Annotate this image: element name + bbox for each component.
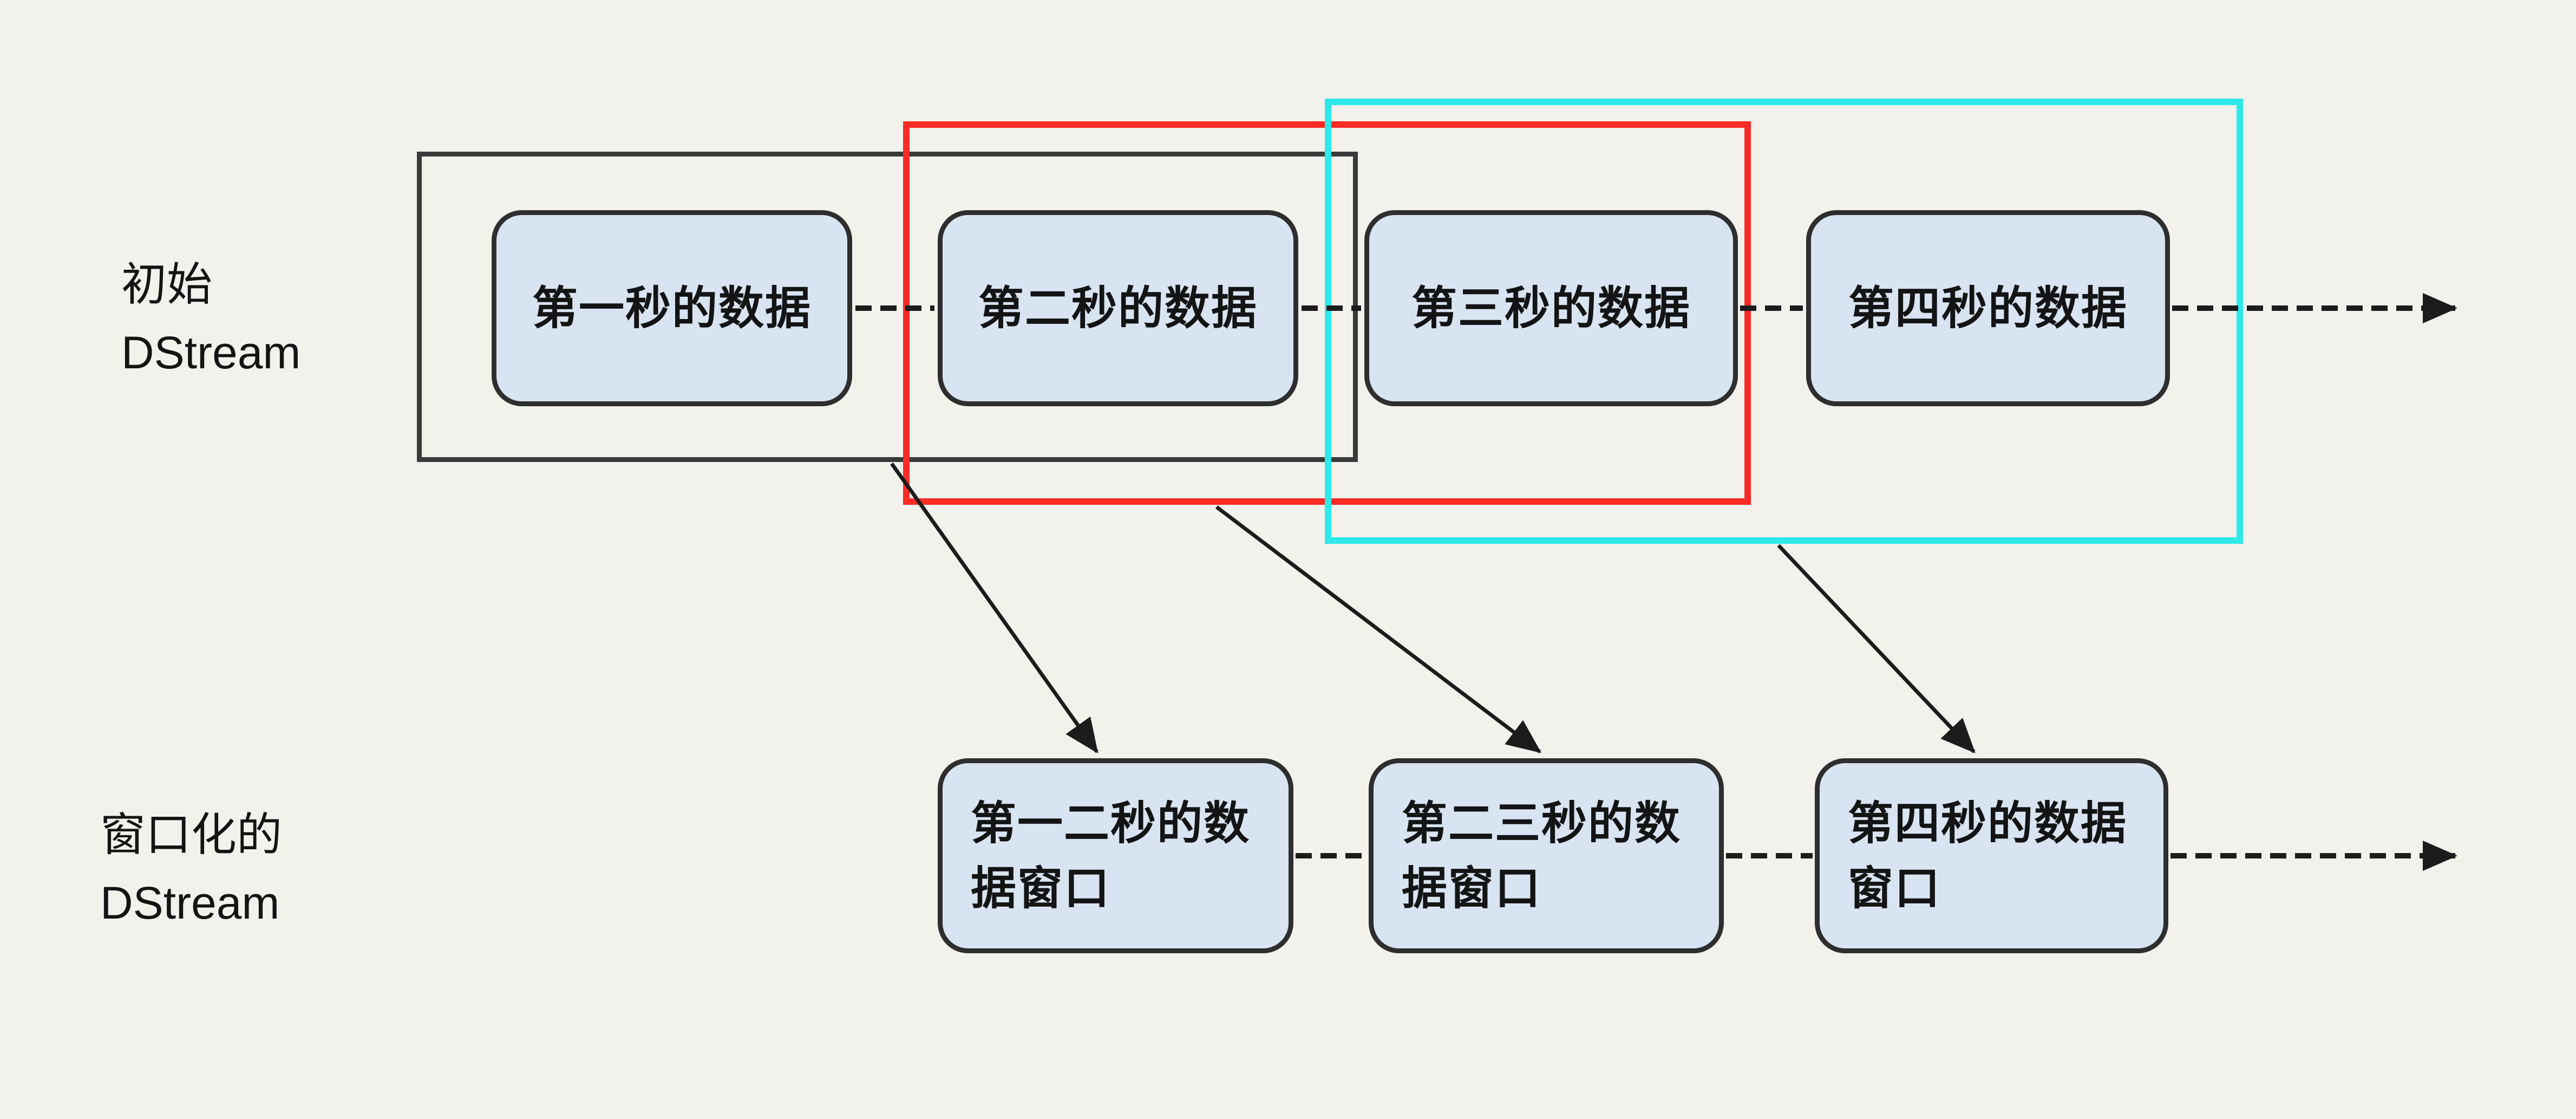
node-window-2: 第二三秒的数据窗口 — [1369, 758, 1724, 953]
node-window-3: 第四秒的数据窗口 — [1815, 758, 2168, 953]
node-second-2-label: 第二秒的数据 — [978, 283, 1258, 334]
node-second-3-label: 第三秒的数据 — [1411, 283, 1691, 334]
node-second-3: 第三秒的数据 — [1364, 210, 1738, 406]
windowed-dstream-label: 窗口化的 DStream — [100, 809, 283, 928]
node-second-4-label: 第四秒的数据 — [1848, 283, 2128, 334]
window-1-to-node-arrow — [890, 462, 1099, 754]
node-second-1: 第一秒的数据 — [492, 210, 852, 406]
node-window-3-label: 第四秒的数据窗口 — [1848, 798, 2128, 914]
node-window-1-label: 第一二秒的数据窗口 — [971, 798, 1251, 914]
node-second-2: 第二秒的数据 — [938, 210, 1298, 406]
window-3-to-node-arrow — [1777, 544, 1976, 753]
node-second-1-label: 第一秒的数据 — [532, 283, 812, 334]
node-window-1: 第一二秒的数据窗口 — [938, 758, 1293, 953]
original-dstream-label: 初始 DStream — [121, 259, 301, 378]
node-window-2-label: 第二三秒的数据窗口 — [1402, 798, 1682, 914]
node-second-4: 第四秒的数据 — [1806, 210, 2170, 406]
window-2-to-node-arrow — [1215, 505, 1542, 753]
